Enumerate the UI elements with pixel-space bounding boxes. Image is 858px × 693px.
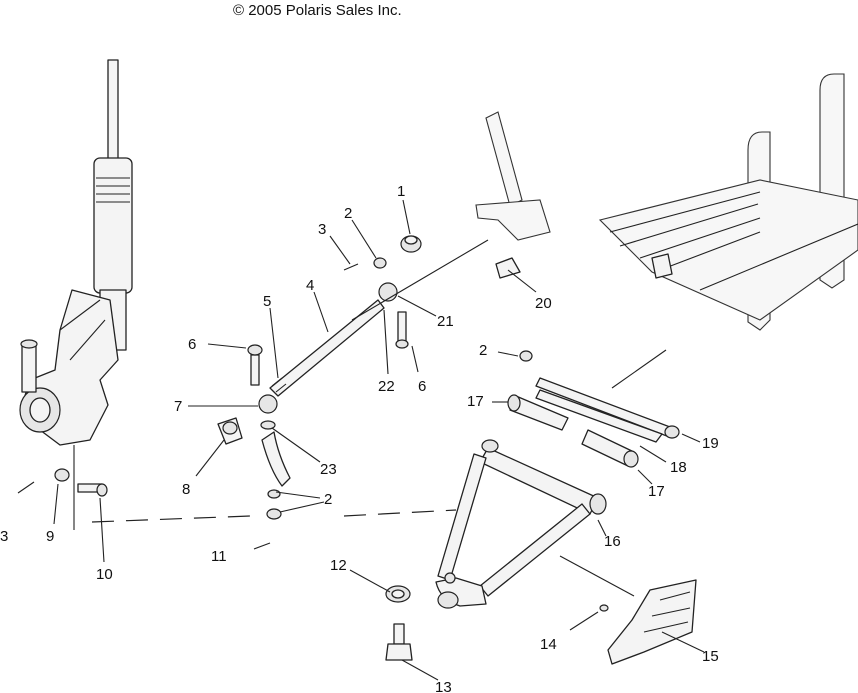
callout-20: 20 (535, 295, 552, 312)
pivot-tubes (507, 377, 680, 468)
callout-23: 23 (320, 461, 337, 478)
callout-5: 5 (263, 293, 271, 310)
assembly-centerlines (91, 509, 457, 523)
small-parts (17, 235, 533, 550)
callout-18: 18 (670, 459, 687, 476)
a-arm (435, 439, 635, 609)
callout-10: 10 (96, 566, 113, 583)
callout-4: 4 (306, 277, 314, 294)
callout-2-mid: 2 (324, 491, 332, 508)
callout-8: 8 (182, 481, 190, 498)
leader-lines (53, 199, 705, 681)
callout-3-lower: 3 (0, 528, 8, 545)
callout-11: 11 (211, 548, 227, 565)
callout-6-left: 6 (188, 336, 196, 353)
callout-15: 15 (702, 648, 719, 665)
callout-19: 19 (702, 435, 719, 452)
callout-22: 22 (378, 378, 395, 395)
callout-16: 16 (604, 533, 621, 550)
callout-14: 14 (540, 636, 557, 653)
callout-12: 12 (330, 557, 347, 574)
callout-17-upper: 17 (467, 393, 484, 410)
ball-joint (385, 585, 413, 661)
callout-9: 9 (46, 528, 54, 545)
callout-labels: 1 2 3 4 5 6 7 8 23 2 21 22 6 20 2 17 19 … (0, 183, 719, 693)
tie-rod (258, 282, 398, 414)
chassis-frame (598, 73, 858, 389)
callout-3-upper: 3 (318, 221, 326, 238)
callout-17-lower: 17 (648, 483, 665, 500)
spindle-knuckle (19, 289, 119, 530)
callout-2-upper: 2 (344, 205, 352, 222)
callout-1: 1 (397, 183, 405, 200)
callout-13: 13 (435, 679, 452, 693)
callout-2-right: 2 (479, 342, 487, 359)
callout-6-right: 6 (418, 378, 426, 395)
tie-rod-end-boot (261, 431, 291, 487)
copyright-text: © 2005 Polaris Sales Inc. (233, 2, 402, 19)
callout-21: 21 (437, 313, 454, 330)
skid-guard (569, 579, 697, 665)
callout-7: 7 (174, 398, 182, 415)
frame-bracket (351, 111, 551, 321)
